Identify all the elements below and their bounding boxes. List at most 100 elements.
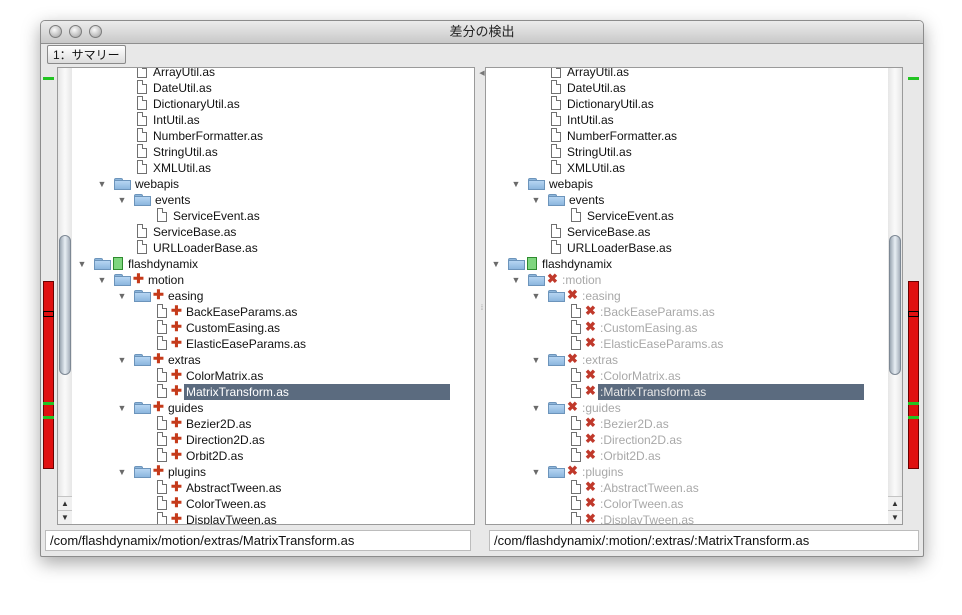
tree-folder-row[interactable]: ▼✚plugins bbox=[116, 464, 208, 480]
tree-file-row[interactable]: ✚MatrixTransform.as bbox=[156, 384, 450, 400]
right-vertical-scrollbar[interactable]: ▲ ▼ bbox=[888, 68, 902, 524]
tree-file-row[interactable]: IntUtil.as bbox=[136, 112, 202, 128]
tree-file-row[interactable]: ✖:Bezier2D.as bbox=[570, 416, 671, 432]
tree-file-row[interactable]: ✚ElasticEaseParams.as bbox=[156, 336, 308, 352]
triangle-down-icon[interactable]: ▼ bbox=[77, 259, 87, 269]
triangle-down-icon[interactable]: ▼ bbox=[531, 403, 541, 413]
tree-file-row[interactable]: ✖:ColorTween.as bbox=[570, 496, 685, 512]
tree-folder-row[interactable]: ▼✚motion bbox=[96, 272, 186, 288]
tree-file-row[interactable]: ✚Bezier2D.as bbox=[156, 416, 253, 432]
tree-file-row[interactable]: ServiceEvent.as bbox=[570, 208, 676, 224]
scroll-up-arrow[interactable]: ▲ bbox=[888, 496, 902, 510]
tree-file-row[interactable]: StringUtil.as bbox=[550, 144, 634, 160]
tree-file-row[interactable]: URLLoaderBase.as bbox=[136, 240, 260, 256]
tree-folder-row[interactable]: ▼✚easing bbox=[116, 288, 205, 304]
triangle-down-icon[interactable]: ▼ bbox=[531, 467, 541, 477]
scroll-up-arrow[interactable]: ▲ bbox=[58, 496, 72, 510]
triangle-down-icon[interactable]: ▼ bbox=[117, 195, 127, 205]
triangle-down-icon[interactable]: ▼ bbox=[117, 291, 127, 301]
right-path-field[interactable]: /com/flashdynamix/:motion/:extras/:Matri… bbox=[489, 530, 919, 551]
triangle-down-icon[interactable]: ▼ bbox=[531, 291, 541, 301]
diff-marker bbox=[908, 281, 919, 469]
tree-file-row[interactable]: ✚AbstractTween.as bbox=[156, 480, 283, 496]
left-scroll-thumb[interactable] bbox=[59, 235, 71, 375]
tree-folder-row[interactable]: ▼webapis bbox=[96, 176, 181, 192]
drag-handle-icon[interactable]: ⁞ bbox=[481, 305, 483, 312]
viewport-marker[interactable] bbox=[43, 311, 54, 317]
tree-file-row[interactable]: ✚CustomEasing.as bbox=[156, 320, 282, 336]
summary-tab-button[interactable]: 1：サマリー bbox=[47, 45, 126, 64]
tree-file-row[interactable]: ArrayUtil.as bbox=[550, 68, 631, 80]
tree-folder-row[interactable]: ▼flashdynamix bbox=[490, 256, 614, 272]
collapse-left-arrow-icon[interactable]: ◀ bbox=[479, 70, 485, 77]
tree-folder-row[interactable]: ▼✖:plugins bbox=[530, 464, 625, 480]
tree-file-row[interactable]: StringUtil.as bbox=[136, 144, 220, 160]
file-icon bbox=[570, 384, 583, 399]
triangle-down-icon[interactable]: ▼ bbox=[117, 355, 127, 365]
triangle-down-icon[interactable]: ▼ bbox=[511, 275, 521, 285]
tree-folder-row[interactable]: ▼flashdynamix bbox=[76, 256, 200, 272]
tree-file-row[interactable]: ArrayUtil.as bbox=[136, 68, 217, 80]
scroll-down-arrow[interactable]: ▼ bbox=[888, 510, 902, 524]
tree-file-row[interactable]: ServiceEvent.as bbox=[156, 208, 262, 224]
triangle-down-icon[interactable]: ▼ bbox=[97, 179, 107, 189]
tree-folder-row[interactable]: ▼✚guides bbox=[116, 400, 205, 416]
tree-file-row[interactable]: ✚Direction2D.as bbox=[156, 432, 267, 448]
minimize-window-button[interactable] bbox=[69, 25, 82, 38]
tree-file-row[interactable]: ✖:DisplayTween.as bbox=[570, 512, 696, 524]
tree-file-row[interactable]: ServiceBase.as bbox=[550, 224, 652, 240]
tree-file-row[interactable]: ✚DisplayTween.as bbox=[156, 512, 279, 524]
tree-file-row[interactable]: DateUtil.as bbox=[550, 80, 628, 96]
triangle-down-icon[interactable]: ▼ bbox=[117, 403, 127, 413]
tree-folder-row[interactable]: ▼events bbox=[116, 192, 192, 208]
left-diff-overview[interactable] bbox=[43, 77, 54, 469]
tree-file-row[interactable]: ✖:CustomEasing.as bbox=[570, 320, 699, 336]
triangle-down-icon[interactable]: ▼ bbox=[117, 467, 127, 477]
tree-folder-row[interactable]: ▼✖:motion bbox=[510, 272, 603, 288]
tree-file-row[interactable]: ✚ColorTween.as bbox=[156, 496, 268, 512]
tree-file-row[interactable]: DateUtil.as bbox=[136, 80, 214, 96]
tree-file-row[interactable]: DictionaryUtil.as bbox=[550, 96, 656, 112]
tree-file-row[interactable]: NumberFormatter.as bbox=[550, 128, 679, 144]
tree-file-row[interactable]: IntUtil.as bbox=[550, 112, 616, 128]
tree-folder-row[interactable]: ▼✚extras bbox=[116, 352, 203, 368]
tree-file-row[interactable]: ServiceBase.as bbox=[136, 224, 238, 240]
right-diff-overview[interactable] bbox=[908, 77, 919, 469]
tree-folder-row[interactable]: ▼✖:guides bbox=[530, 400, 623, 416]
tree-file-row[interactable]: DictionaryUtil.as bbox=[136, 96, 242, 112]
left-path-field[interactable]: /com/flashdynamix/motion/extras/MatrixTr… bbox=[45, 530, 471, 551]
tree-file-row[interactable]: ✖:AbstractTween.as bbox=[570, 480, 701, 496]
close-window-button[interactable] bbox=[49, 25, 62, 38]
tree-folder-row[interactable]: ▼✖:easing bbox=[530, 288, 623, 304]
triangle-down-icon[interactable]: ▼ bbox=[531, 195, 541, 205]
tree-file-row[interactable]: ✖:MatrixTransform.as bbox=[570, 384, 864, 400]
tree-file-row[interactable]: ✖:Orbit2D.as bbox=[570, 448, 663, 464]
scroll-down-arrow[interactable]: ▼ bbox=[58, 510, 72, 524]
split-divider[interactable]: ◀ ⁞ bbox=[479, 67, 485, 525]
triangle-down-icon[interactable]: ▼ bbox=[531, 355, 541, 365]
title-bar[interactable]: 差分の検出 bbox=[41, 21, 923, 44]
tree-file-row[interactable]: XMLUtil.as bbox=[136, 160, 213, 176]
tree-file-row[interactable]: ✖:ColorMatrix.as bbox=[570, 368, 683, 384]
zoom-window-button[interactable] bbox=[89, 25, 102, 38]
triangle-down-icon[interactable]: ▼ bbox=[491, 259, 501, 269]
tree-folder-row[interactable]: ▼✖:extras bbox=[530, 352, 620, 368]
tree-folder-row[interactable]: ▼events bbox=[530, 192, 606, 208]
tree-file-row[interactable]: ✖:Direction2D.as bbox=[570, 432, 684, 448]
viewport-marker[interactable] bbox=[908, 311, 919, 317]
right-scroll-thumb[interactable] bbox=[889, 235, 901, 375]
tree-file-row[interactable]: ✚Orbit2D.as bbox=[156, 448, 245, 464]
tree-file-row[interactable]: XMLUtil.as bbox=[550, 160, 627, 176]
tree-file-row[interactable]: URLLoaderBase.as bbox=[550, 240, 674, 256]
triangle-down-icon[interactable]: ▼ bbox=[97, 275, 107, 285]
tree-file-row[interactable]: ✚ColorMatrix.as bbox=[156, 368, 265, 384]
left-vertical-scrollbar[interactable]: ▲ ▼ bbox=[58, 68, 72, 524]
tree-file-row[interactable]: NumberFormatter.as bbox=[136, 128, 265, 144]
tree-file-row[interactable]: ✚BackEaseParams.as bbox=[156, 304, 299, 320]
triangle-down-icon[interactable]: ▼ bbox=[511, 179, 521, 189]
tree-file-row[interactable]: ✖:BackEaseParams.as bbox=[570, 304, 717, 320]
tree-folder-row[interactable]: ▼webapis bbox=[510, 176, 595, 192]
tree-file-row[interactable]: ✖:ElasticEaseParams.as bbox=[570, 336, 725, 352]
